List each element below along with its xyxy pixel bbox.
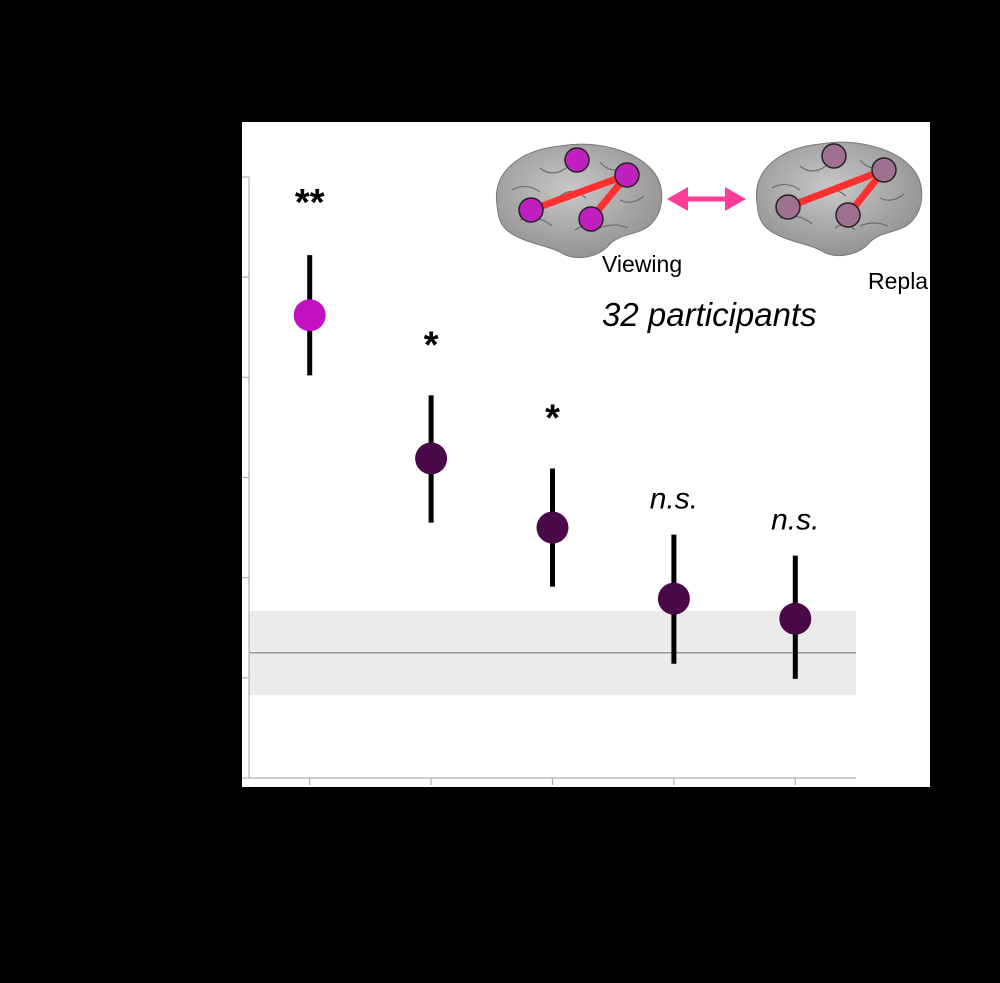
x-ticks [309,778,796,785]
brain-replay [755,141,923,257]
data-points [293,255,812,679]
brain-inset: Viewing Repla 32 participants [495,141,928,333]
significance-label: ** [295,182,325,224]
brain-left-label: Viewing [602,251,682,277]
double-arrow [667,187,746,211]
significance-label: n.s. [771,504,819,537]
significance-label: n.s. [650,483,698,516]
data-point [293,299,326,332]
brain-right-label: Repla [868,268,928,294]
significance-label: * [545,397,560,439]
replay-node [775,194,801,220]
replay-connection-1 [786,166,886,211]
participants-label: 32 participants [602,296,817,333]
data-point [536,511,569,544]
viewing-connection-1 [529,171,629,214]
viewing-node [564,147,590,173]
data-point [415,442,448,475]
brain-viewing [495,143,663,259]
y-ticks [242,176,249,779]
viewing-node [578,206,604,232]
double-arrow-head-left [667,187,688,211]
data-point [657,582,690,615]
viewing-node [518,197,544,223]
chance-band-layer [249,610,856,695]
significance-labels: ****n.s.n.s. [295,182,820,537]
replay-node [821,143,847,169]
data-point [779,602,812,635]
double-arrow-head-right [725,187,746,211]
viewing-node [614,162,640,188]
replay-node [835,202,861,228]
significance-label: * [424,324,439,366]
replay-node [871,157,897,183]
